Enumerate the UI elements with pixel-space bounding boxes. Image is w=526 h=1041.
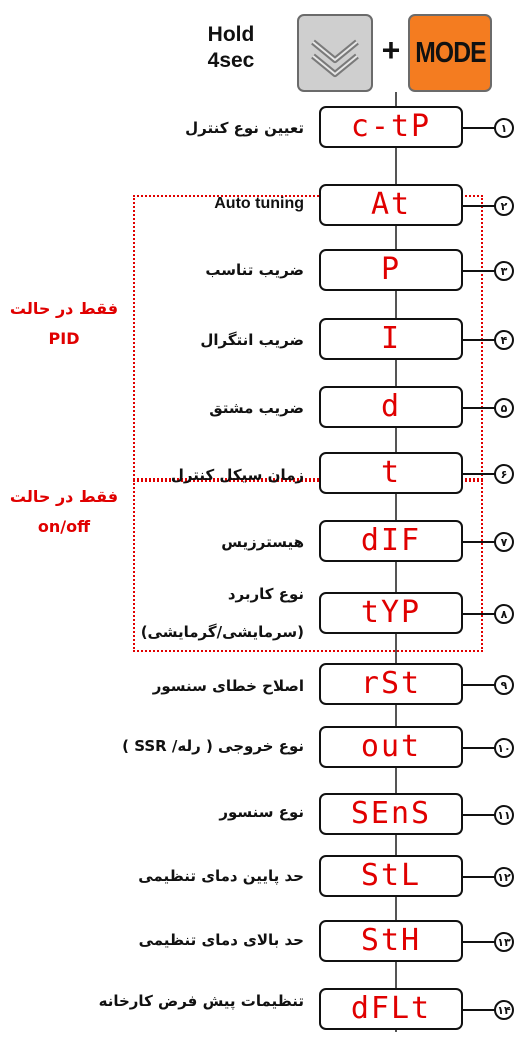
step-4-label: ضریب انتگرال (200, 331, 304, 349)
step-6-code: t (380, 455, 402, 490)
down-key[interactable] (297, 14, 373, 92)
flow-line (395, 92, 397, 1032)
step-7-number: ۷ (494, 532, 514, 552)
step-3-code: P (380, 252, 402, 287)
step-2-code: At (370, 187, 412, 222)
mode-key[interactable]: MODE (408, 14, 492, 92)
step-2-connector (463, 205, 495, 207)
step-2-display[interactable]: At (319, 184, 463, 226)
step-13-connector (463, 941, 495, 943)
step-10-display[interactable]: out (319, 726, 463, 768)
step-13-label: حد بالای دمای تنظیمی (138, 931, 304, 949)
step-4-number: ۴ (494, 330, 514, 350)
step-4-display[interactable]: I (319, 318, 463, 360)
step-12-display[interactable]: StL (319, 855, 463, 897)
step-8-label: نوع کاربرد (227, 585, 304, 603)
step-9-display[interactable]: rSt (319, 663, 463, 705)
step-8-number: ۸ (494, 604, 514, 624)
step-11-connector (463, 814, 495, 816)
step-3-display[interactable]: P (319, 249, 463, 291)
step-3-connector (463, 270, 495, 272)
step-12-number: ۱۲ (494, 867, 514, 887)
step-9-connector (463, 684, 495, 686)
step-6-display[interactable]: t (319, 452, 463, 494)
pid-note-line1: فقط در حالت (9, 299, 119, 318)
step-11-display[interactable]: SEnS (319, 793, 463, 835)
step-2-label: Auto tuning (214, 195, 304, 212)
step-8-code: tYP (360, 595, 422, 630)
step-8-label-sub: (سرمایشی/گرمایشی) (140, 623, 304, 641)
step-9-code: rSt (360, 666, 422, 701)
mode-key-label: MODE (414, 36, 486, 69)
onoff-group-box (133, 480, 483, 652)
step-12-label: حد پایین دمای تنظیمی (138, 867, 304, 885)
step-14-display[interactable]: dFLt (319, 988, 463, 1030)
double-chevron-down-icon (311, 39, 359, 77)
step-11-number: ۱۱ (494, 805, 514, 825)
step-11-code: SEnS (350, 796, 432, 831)
step-12-connector (463, 876, 495, 878)
step-2-number: ۲ (494, 196, 514, 216)
step-5-label: ضریب مشتق (209, 399, 304, 417)
plus-sign: + (381, 32, 401, 68)
step-5-number: ۵ (494, 398, 514, 418)
step-9-number: ۹ (494, 675, 514, 695)
step-14-label: تنظیمات پیش فرض کارخانه (98, 992, 304, 1010)
step-10-code: out (360, 729, 422, 764)
step-13-display[interactable]: StH (319, 920, 463, 962)
step-7-connector (463, 541, 495, 543)
step-1-display[interactable]: c-tP (319, 106, 463, 148)
step-6-connector (463, 473, 495, 475)
step-4-connector (463, 339, 495, 341)
step-10-connector (463, 747, 495, 749)
step-1-connector (463, 127, 495, 129)
onoff-note: فقط در حالت on/off (0, 482, 128, 542)
step-10-label: نوع خروجی ( رله/ SSR ) (122, 737, 304, 755)
step-8-connector (463, 613, 495, 615)
onoff-note-line2: on/off (37, 517, 91, 536)
step-3-number: ۳ (494, 261, 514, 281)
step-1-code: c-tP (350, 109, 432, 144)
step-7-display[interactable]: dIF (319, 520, 463, 562)
step-7-label: هیسترزیس (221, 533, 304, 551)
step-3-label: ضریب تناسب (205, 261, 304, 279)
step-4-code: I (380, 321, 402, 356)
step-1-label: تعیین نوع کنترل (185, 119, 304, 137)
step-10-number: ۱۰ (494, 738, 514, 758)
step-11-label: نوع سنسور (219, 803, 304, 821)
step-14-connector (463, 1009, 495, 1011)
step-5-display[interactable]: d (319, 386, 463, 428)
step-7-code: dIF (360, 523, 422, 558)
step-14-code: dFLt (350, 991, 432, 1026)
step-13-number: ۱۳ (494, 932, 514, 952)
pid-group-box (133, 195, 483, 480)
onoff-note-line1: فقط در حالت (9, 487, 119, 506)
step-12-code: StL (360, 858, 422, 893)
step-6-label: زمان سیکل کنترل (170, 466, 304, 484)
step-14-number: ۱۴ (494, 1000, 514, 1020)
step-5-code: d (380, 389, 402, 424)
pid-note: فقط در حالت PID (0, 294, 128, 354)
pid-note-line2: PID (48, 329, 80, 348)
step-9-label: اصلاح خطای سنسور (152, 677, 304, 695)
hold-instruction: Hold 4sec (207, 23, 255, 72)
step-13-code: StH (360, 923, 422, 958)
step-8-display[interactable]: tYP (319, 592, 463, 634)
step-6-number: ۶ (494, 464, 514, 484)
step-5-connector (463, 407, 495, 409)
step-1-number: ۱ (494, 118, 514, 138)
